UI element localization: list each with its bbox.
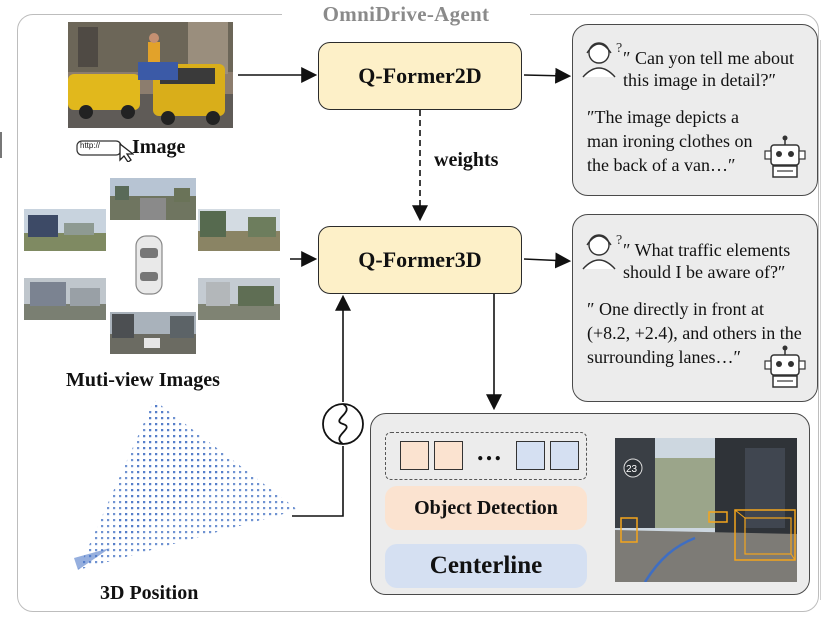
query-tokens: …: [385, 432, 587, 480]
person-question-icon: ?: [581, 231, 627, 276]
view-front: [110, 178, 196, 220]
centerline-label: Centerline: [385, 544, 587, 588]
token-orange: [434, 441, 463, 470]
qformer2d-to-chat1-arrow: [523, 67, 572, 84]
output-panel: … Object Detection Centerline 23: [370, 413, 810, 595]
token-ellipsis: …: [476, 437, 502, 466]
weights-label: weights: [434, 149, 499, 171]
token-blue: [516, 441, 545, 470]
sign-number: 23: [626, 464, 638, 475]
view-back-right: [198, 278, 280, 320]
street-photo: [68, 22, 233, 128]
chat1-answer: ″The image depicts a man ironing clothes…: [587, 107, 753, 175]
ego-car-icon: [132, 234, 166, 296]
chat-panel-3d: ? ″ What traffic elements should I be aw…: [572, 214, 818, 402]
perception-view: 23: [615, 438, 797, 582]
multiview-label: Muti-view Images: [66, 369, 220, 391]
robot-icon: [763, 345, 807, 394]
chat2-question: ″ What traffic elements should I be awar…: [623, 240, 791, 282]
view-front-right: [198, 209, 280, 251]
qformer2d-box: Q-Former2D: [318, 42, 522, 110]
token-orange: [400, 441, 429, 470]
object-detection-label: Object Detection: [385, 486, 587, 530]
svg-text:?: ?: [616, 41, 622, 56]
robot-icon: [763, 135, 807, 184]
chat2-answer: ″ One directly in front at (+8.2, +2.4),…: [587, 299, 802, 367]
qformer3d-to-chat2-arrow: [523, 252, 572, 269]
image-label: Image: [132, 136, 186, 158]
token-blue: [550, 441, 579, 470]
chat1-question: ″ Can yon tell me about this image in de…: [623, 48, 794, 90]
qformer3d-box: Q-Former3D: [318, 226, 522, 294]
view-back: [110, 312, 196, 354]
diagram-title: OmniDrive-Agent: [282, 2, 530, 27]
right-divider: [820, 40, 821, 600]
chat-panel-2d: ? ″ Can yon tell me about this image in …: [572, 24, 818, 196]
person-question-icon: ?: [581, 39, 627, 84]
svg-text:?: ?: [616, 233, 622, 248]
left-divider: [0, 132, 2, 158]
position-to-qformer3d-arrow: [292, 446, 344, 517]
url-badge: http://: [80, 141, 101, 150]
view-back-left: [24, 278, 106, 320]
point-cloud: [70, 398, 300, 574]
url-cursor-icon: [76, 138, 135, 163]
position-label: 3D Position: [100, 582, 199, 604]
view-front-left: [24, 209, 106, 251]
positional-encoding-icon: [322, 403, 364, 445]
